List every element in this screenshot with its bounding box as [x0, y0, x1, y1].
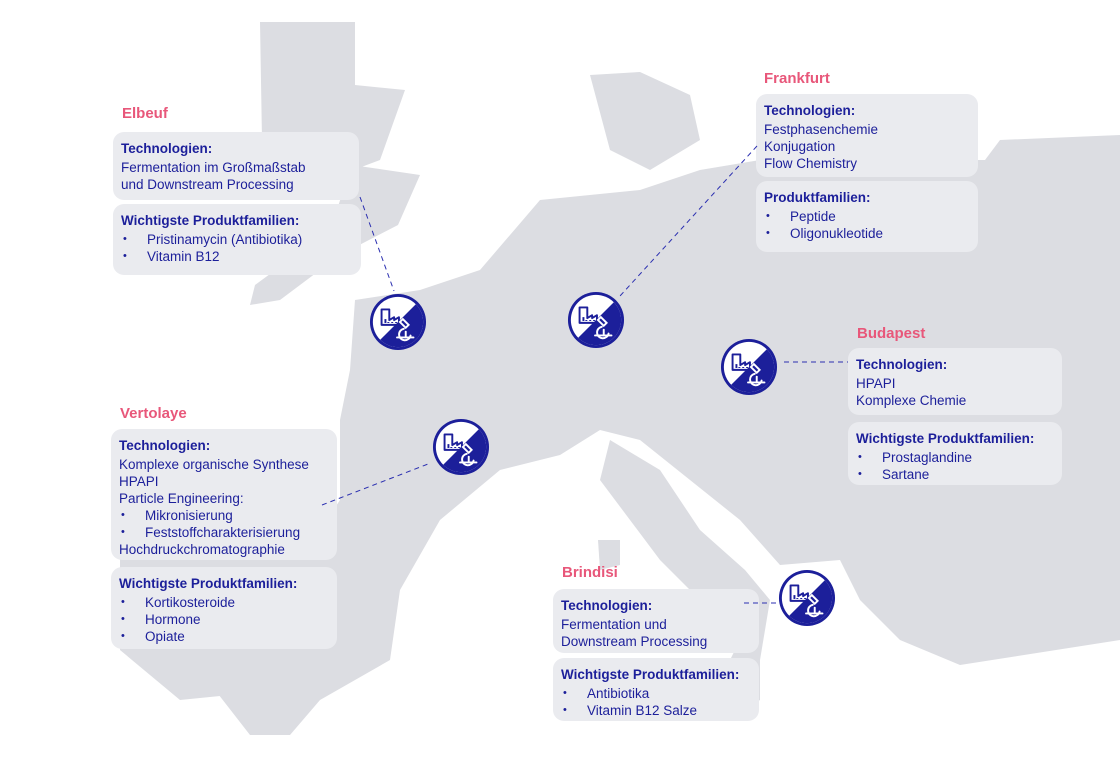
- factory-microscope-icon: [720, 338, 778, 396]
- product-item: Kortikosteroide: [119, 594, 329, 611]
- city-label: Elbeuf: [122, 105, 168, 122]
- technology-item: Particle Engineering:: [119, 491, 244, 506]
- technology-item: Downstream Processing: [561, 634, 708, 649]
- product-item: Antibiotika: [561, 685, 751, 702]
- products-card: Wichtigste Produktfamilien: Kortikostero…: [111, 567, 337, 649]
- product-item: Hormone: [119, 611, 329, 628]
- technology-item: Komplexe Chemie: [856, 393, 967, 408]
- product-item: Vitamin B12: [121, 248, 353, 265]
- technology-item: Hochdruckchromatographie: [119, 542, 285, 557]
- products-card: Wichtigste Produktfamilien: Antibiotika …: [553, 658, 759, 721]
- product-item: Oligonukleotide: [764, 225, 970, 242]
- products-heading: Wichtigste Produktfamilien:: [856, 431, 1035, 446]
- technology-item: Flow Chemistry: [764, 156, 858, 171]
- technology-subitem: Mikronisierung: [119, 507, 329, 524]
- technology-item: Festphasenchemie: [764, 122, 879, 137]
- city-label: Frankfurt: [764, 70, 830, 87]
- technology-item: Fermentation und: [561, 617, 667, 632]
- technology-item: Konjugation: [764, 139, 836, 154]
- product-item: Pristinamycin (Antibiotika): [121, 231, 353, 248]
- technology-item: Komplexe organische Synthese: [119, 457, 309, 472]
- technologies-card: Technologien: Fermentation und Downstrea…: [553, 589, 759, 653]
- technologies-card: Technologien: HPAPI Komplexe Chemie: [848, 348, 1062, 415]
- map-region-italy: [600, 440, 770, 720]
- technologies-heading: Technologien:: [764, 103, 856, 118]
- technology-item: HPAPI: [119, 474, 159, 489]
- product-item: Peptide: [764, 208, 970, 225]
- product-item: Sartane: [856, 466, 1054, 483]
- products-card: Wichtigste Produktfamilien: Prostaglandi…: [848, 422, 1062, 485]
- technologies-heading: Technologien:: [121, 141, 213, 156]
- technology-item: und Downstream Processing: [121, 177, 294, 192]
- map-region-continent: [200, 135, 1120, 735]
- factory-microscope-icon: [369, 293, 427, 351]
- product-item: Prostaglandine: [856, 449, 1054, 466]
- city-label: Budapest: [857, 325, 926, 342]
- product-item: Vitamin B12 Salze: [561, 702, 751, 719]
- products-heading: Wichtigste Produktfamilien:: [119, 576, 298, 591]
- technologies-card: Technologien: Fermentation im Großmaßsta…: [113, 132, 359, 200]
- technology-subitem: Feststoffcharakterisierung: [119, 524, 329, 541]
- city-label: Vertolaye: [120, 405, 187, 422]
- factory-microscope-icon: [778, 569, 836, 627]
- products-card: Wichtigste Produktfamilien: Pristinamyci…: [113, 204, 361, 275]
- products-heading: Wichtigste Produktfamilien:: [561, 667, 740, 682]
- city-label: Brindisi: [562, 564, 618, 581]
- products-card: Produktfamilien: Peptide Oligonukleotide: [756, 181, 978, 252]
- technologies-heading: Technologien:: [561, 598, 653, 613]
- technology-item: Fermentation im Großmaßstab: [121, 160, 306, 175]
- product-item: Opiate: [119, 628, 329, 645]
- technologies-card: Technologien: Festphasenchemie Konjugati…: [756, 94, 978, 177]
- technology-item: HPAPI: [856, 376, 896, 391]
- map-region-north: [590, 72, 700, 170]
- products-heading: Produktfamilien:: [764, 190, 871, 205]
- map-region-island: [598, 540, 620, 570]
- technologies-heading: Technologien:: [119, 438, 211, 453]
- factory-microscope-icon: [432, 418, 490, 476]
- products-heading: Wichtigste Produktfamilien:: [121, 213, 300, 228]
- factory-microscope-icon: [567, 291, 625, 349]
- technologies-card: Technologien: Komplexe organische Synthe…: [111, 429, 337, 560]
- technologies-heading: Technologien:: [856, 357, 948, 372]
